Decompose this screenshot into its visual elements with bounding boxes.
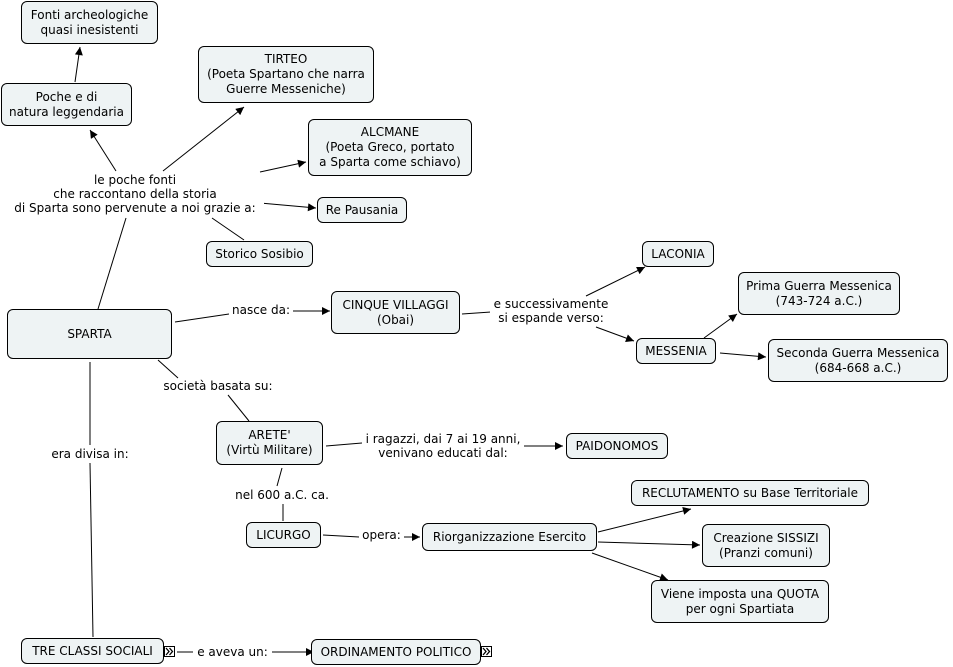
link-societa: società basata su: (160, 379, 276, 394)
node-quota[interactable]: Viene imposta una QUOTA per ogni Spartia… (651, 580, 829, 623)
link-nel-600: nel 600 a.C. ca. (230, 488, 334, 503)
node-poche-leggendaria[interactable]: Poche e di natura leggendaria (1, 83, 132, 126)
node-licurgo[interactable]: LICURGO (246, 522, 321, 548)
node-fonti-archeologiche[interactable]: Fonti archeologiche quasi inesistenti (21, 1, 158, 44)
link-ragazzi: i ragazzi, dai 7 ai 19 anni, venivano ed… (362, 432, 524, 461)
node-prima-guerra[interactable]: Prima Guerra Messenica (743-724 a.C.) (738, 272, 900, 315)
node-riorganizzazione-esercito[interactable]: Riorganizzazione Esercito (422, 523, 597, 551)
node-paidonomos[interactable]: PAIDONOMOS (566, 433, 668, 459)
node-storico-sosibio[interactable]: Storico Sosibio (206, 241, 313, 267)
node-laconia[interactable]: LACONIA (642, 241, 714, 267)
node-tre-classi-sociali[interactable]: TRE CLASSI SOCIALI (21, 638, 164, 664)
node-creazione-sissizi[interactable]: Creazione SISSIZI (Pranzi comuni) (702, 524, 830, 567)
node-cinque-villaggi[interactable]: CINQUE VILLAGGI (Obai) (331, 291, 460, 334)
link-era-divisa: era divisa in: (46, 447, 134, 462)
link-successivamente: e successivamente si espande verso: (490, 297, 612, 326)
link-nasce-da: nasce da: (229, 303, 293, 318)
double-chevron-right-icon[interactable] (164, 646, 175, 657)
node-arete[interactable]: ARETE' (Virtù Militare) (216, 421, 323, 465)
node-seconda-guerra[interactable]: Seconda Guerra Messenica (684-668 a.C.) (768, 339, 948, 382)
link-poche-fonti: le poche fonti che raccontano della stor… (6, 173, 264, 216)
node-ordinamento-politico[interactable]: ORDINAMENTO POLITICO (311, 639, 481, 665)
node-alcmane[interactable]: ALCMANE (Poeta Greco, portato a Sparta c… (308, 119, 472, 176)
node-messenia[interactable]: MESSENIA (636, 338, 716, 364)
link-opera: opera: (359, 528, 404, 543)
node-re-pausania[interactable]: Re Pausania (317, 197, 407, 223)
node-sparta[interactable]: SPARTA (7, 309, 172, 359)
node-tirteo[interactable]: TIRTEO (Poeta Spartano che narra Guerre … (198, 46, 374, 103)
node-reclutamento[interactable]: RECLUTAMENTO su Base Territoriale (631, 480, 869, 506)
double-chevron-right-icon[interactable] (481, 646, 492, 657)
link-aveva-un: e aveva un: (193, 645, 272, 660)
